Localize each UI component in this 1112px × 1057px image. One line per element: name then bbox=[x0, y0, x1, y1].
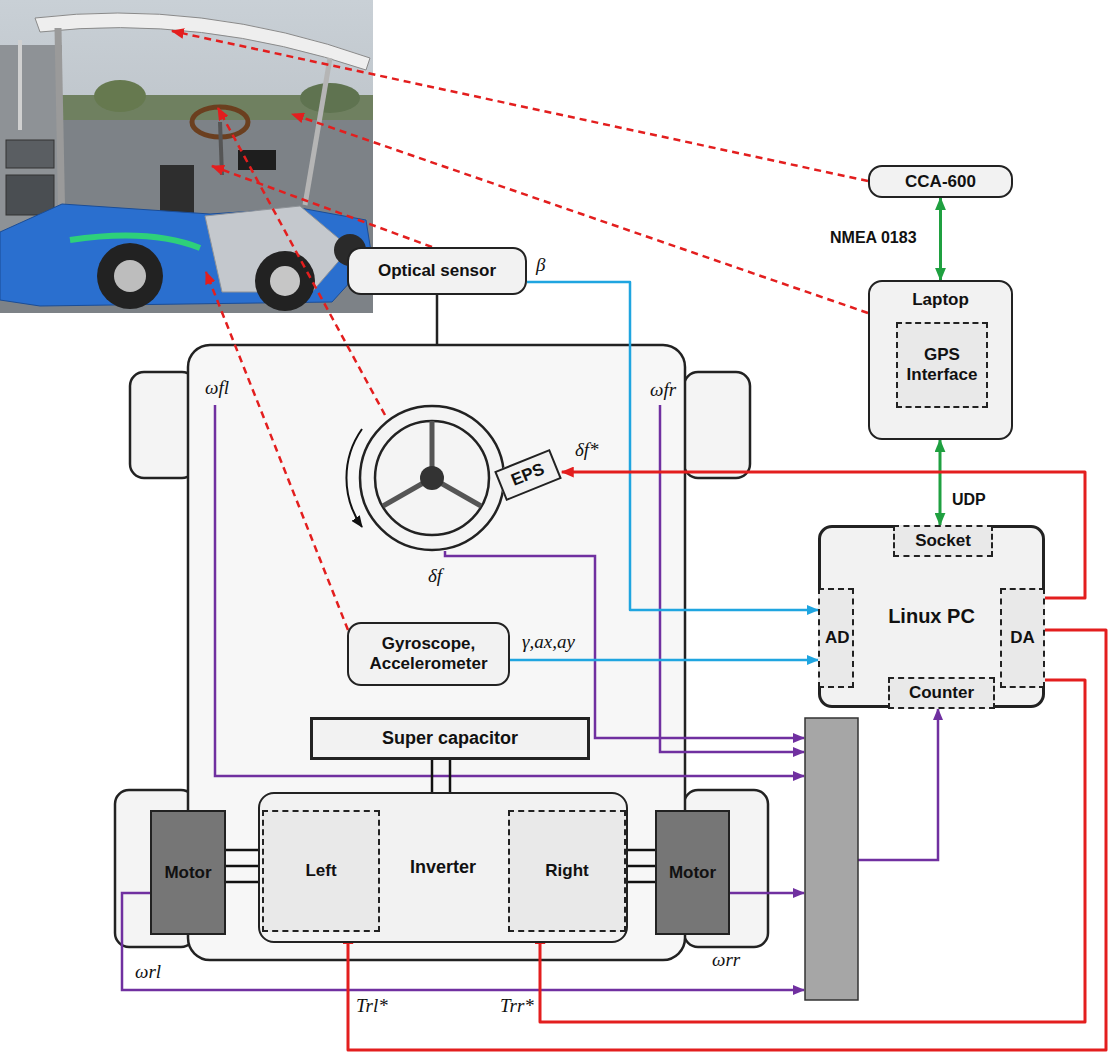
capacitor-box: Super capacitor bbox=[310, 717, 590, 760]
signal-connector bbox=[626, 865, 655, 868]
port-box: AD bbox=[818, 588, 854, 688]
inverter-channel: Right bbox=[508, 810, 626, 932]
signal-connector bbox=[226, 849, 262, 852]
node-label: Motor bbox=[664, 863, 721, 883]
signal-connector bbox=[626, 849, 655, 852]
signal-connector bbox=[939, 440, 942, 525]
eps-box: EPS bbox=[494, 449, 562, 501]
node-label: Socket bbox=[910, 531, 976, 551]
steering-wheel-part bbox=[375, 421, 489, 535]
motor-box: Motor bbox=[655, 810, 730, 935]
node-label: Right bbox=[540, 861, 593, 881]
sensor-box: Optical sensor bbox=[347, 247, 527, 295]
node-label: CCA-600 bbox=[900, 172, 981, 192]
signal-name: δf bbox=[428, 566, 442, 587]
node-label: Inverter bbox=[405, 857, 481, 878]
photo-leaders bbox=[172, 31, 868, 630]
vehicle-photo-part bbox=[270, 266, 300, 296]
vehicle-photo-part bbox=[97, 243, 163, 309]
signal-connector bbox=[226, 865, 262, 868]
steering-wheel-part bbox=[360, 406, 504, 550]
photo-leaders-part bbox=[206, 272, 348, 630]
node-label: Counter bbox=[904, 683, 979, 703]
steering-wheel bbox=[346, 406, 504, 550]
inverter-box: Inverter Left Right bbox=[258, 792, 628, 943]
node-label: Optical sensor bbox=[373, 261, 501, 281]
node-label: Gyroscope, Accelerometer bbox=[349, 634, 508, 673]
port-box: DA bbox=[1000, 588, 1045, 688]
vehicle-outline-part bbox=[684, 372, 750, 478]
node-label: Left bbox=[300, 861, 341, 881]
photo-leaders-part bbox=[212, 166, 432, 247]
controller-box: Linux PC SocketAD DA Counter bbox=[818, 525, 1045, 708]
port-box: Socket bbox=[893, 525, 993, 557]
protocol-label: UDP bbox=[950, 490, 988, 509]
terminal-block bbox=[805, 718, 858, 1000]
vehicle-photo-part bbox=[0, 204, 372, 306]
steering-wheel-part bbox=[346, 429, 362, 527]
node-label: DA bbox=[1005, 628, 1040, 648]
node-label: EPS bbox=[504, 458, 552, 493]
node-label: Laptop bbox=[907, 290, 974, 310]
signal-connector bbox=[431, 760, 434, 792]
speed-wires-part bbox=[730, 892, 804, 895]
vehicle-photo-part bbox=[114, 260, 146, 292]
node-label: Super capacitor bbox=[377, 728, 523, 749]
vehicle-photo bbox=[0, 0, 373, 313]
signal-name: Trr* bbox=[500, 996, 534, 1017]
port-box: Counter bbox=[888, 677, 995, 709]
vehicle-photo-part bbox=[305, 58, 330, 205]
vehicle-outline-part bbox=[188, 345, 685, 960]
signal-name: ωrr bbox=[712, 950, 740, 971]
interface-box: GPS Interface bbox=[896, 322, 988, 408]
vehicle-photo-part bbox=[0, 0, 373, 313]
speed-wires-part bbox=[215, 405, 804, 776]
signal-connector bbox=[449, 760, 452, 792]
speed-wires-part bbox=[858, 709, 938, 860]
signal-connector bbox=[527, 282, 818, 610]
vehicle-photo-part bbox=[6, 140, 54, 168]
vehicle-outline bbox=[115, 295, 768, 960]
signal-name: ωfr bbox=[650, 380, 676, 401]
vehicle-photo-part bbox=[6, 175, 54, 215]
inverter-channel: Left bbox=[262, 810, 380, 932]
vehicle-photo-part bbox=[94, 80, 146, 112]
vehicle-photo-part bbox=[220, 122, 222, 175]
signal-connector bbox=[226, 881, 262, 884]
vehicle-photo-part bbox=[300, 83, 360, 113]
signal-name: γ,ax,ay bbox=[522, 632, 575, 653]
vehicle-photo-part bbox=[35, 13, 370, 70]
gps-receiver-box: CCA-600 bbox=[868, 165, 1013, 198]
vehicle-photo-part bbox=[18, 40, 22, 130]
sensor-box: Gyroscope, Accelerometer bbox=[347, 622, 510, 686]
vehicle-outline-part bbox=[130, 372, 196, 478]
signal-name: δf* bbox=[575, 440, 599, 461]
vehicle-photo-part bbox=[58, 28, 62, 232]
signal-name: ωrl bbox=[135, 962, 161, 983]
signal-name: ωfl bbox=[205, 378, 229, 399]
vehicle-photo-part bbox=[238, 150, 276, 170]
node-label: Linux PC bbox=[883, 605, 980, 628]
steering-wheel-part bbox=[420, 466, 444, 490]
laptop-box: LaptopGPS Interface bbox=[868, 280, 1013, 440]
node-label: Motor bbox=[159, 863, 216, 883]
speed-wires-part bbox=[660, 405, 804, 752]
vehicle-photo-part bbox=[255, 251, 315, 311]
photo-leaders-part bbox=[172, 31, 868, 181]
signal-name: Trl* bbox=[356, 996, 388, 1017]
protocol-label: NMEA 0183 bbox=[828, 228, 919, 247]
node-label: AD bbox=[820, 628, 852, 648]
motor-box: Motor bbox=[150, 810, 226, 935]
signal-connector bbox=[626, 881, 655, 884]
signal-name: β bbox=[536, 255, 545, 276]
node-label: GPS Interface bbox=[898, 345, 986, 384]
vehicle-outline-part bbox=[436, 295, 439, 345]
signal-connector bbox=[939, 198, 942, 280]
signal-connector bbox=[510, 659, 818, 662]
